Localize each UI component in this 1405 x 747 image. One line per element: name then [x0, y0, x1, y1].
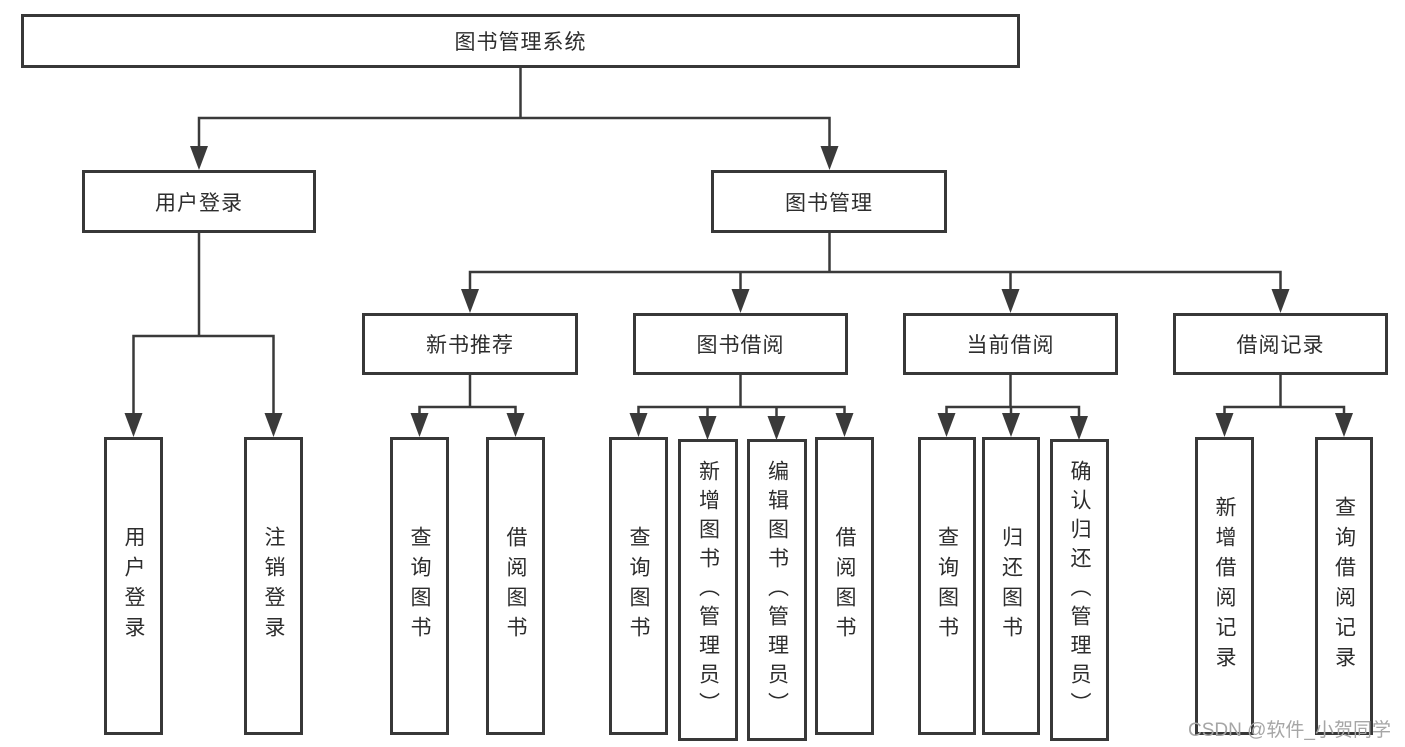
node-user-login-group: 用户登录	[82, 170, 316, 233]
node-leaf-return-books: 归还图书	[982, 437, 1040, 735]
node-label: 新书推荐	[426, 334, 514, 357]
node-leaf-query-books-borrowing: 查询图书	[609, 437, 668, 735]
arrowheads	[124, 146, 1353, 440]
node-label: 注销登录	[262, 526, 285, 646]
node-label: 借阅图书	[504, 526, 527, 646]
node-label: 当前借阅	[966, 334, 1055, 357]
node-leaf-add-borrow-record: 新增借阅记录	[1195, 437, 1254, 735]
node-leaf-confirm-return-admin: 确认归还（管理员）	[1050, 439, 1109, 741]
node-label: 归还图书	[999, 526, 1023, 646]
node-label: 编辑图书（管理员）	[765, 459, 789, 721]
node-label: 新增图书（管理员）	[696, 459, 720, 721]
node-leaf-edit-book-admin: 编辑图书（管理员）	[747, 439, 807, 741]
node-leaf-add-book-admin: 新增图书（管理员）	[678, 439, 738, 741]
node-leaf-query-books-current: 查询图书	[918, 437, 976, 735]
node-label: 查询图书	[627, 526, 650, 646]
node-current-borrowing: 当前借阅	[903, 313, 1118, 375]
node-label: 图书借阅	[696, 334, 785, 357]
node-label: 查询借阅记录	[1332, 496, 1356, 676]
node-label: 用户登录	[122, 526, 145, 646]
node-label: 图书管理系统	[454, 31, 587, 54]
node-book-management: 图书管理	[711, 170, 947, 233]
node-leaf-borrow-books: 借阅图书	[815, 437, 874, 735]
node-label: 借阅图书	[833, 526, 856, 646]
node-label: 借阅记录	[1236, 334, 1325, 357]
node-label: 新增借阅记录	[1213, 496, 1236, 676]
node-label: 用户登录	[155, 191, 243, 215]
node-leaf-borrow-books-recommend: 借阅图书	[486, 437, 545, 735]
node-leaf-query-borrow-record: 查询借阅记录	[1315, 437, 1373, 735]
node-root-library-management-system: 图书管理系统	[21, 14, 1020, 68]
node-label: 确认归还（管理员）	[1068, 459, 1091, 721]
node-new-book-recommendation: 新书推荐	[362, 313, 578, 375]
node-leaf-logout: 注销登录	[244, 437, 303, 735]
node-borrowing-records: 借阅记录	[1173, 313, 1388, 375]
node-label: 查询图书	[935, 526, 959, 646]
node-label: 图书管理	[785, 191, 873, 215]
node-leaf-query-books-recommend: 查询图书	[390, 437, 449, 735]
node-book-borrowing: 图书借阅	[633, 313, 848, 375]
csdn-watermark: CSDN @软件_小贺同学	[1188, 720, 1391, 741]
node-leaf-user-login: 用户登录	[104, 437, 163, 735]
node-label: 查询图书	[408, 526, 431, 646]
